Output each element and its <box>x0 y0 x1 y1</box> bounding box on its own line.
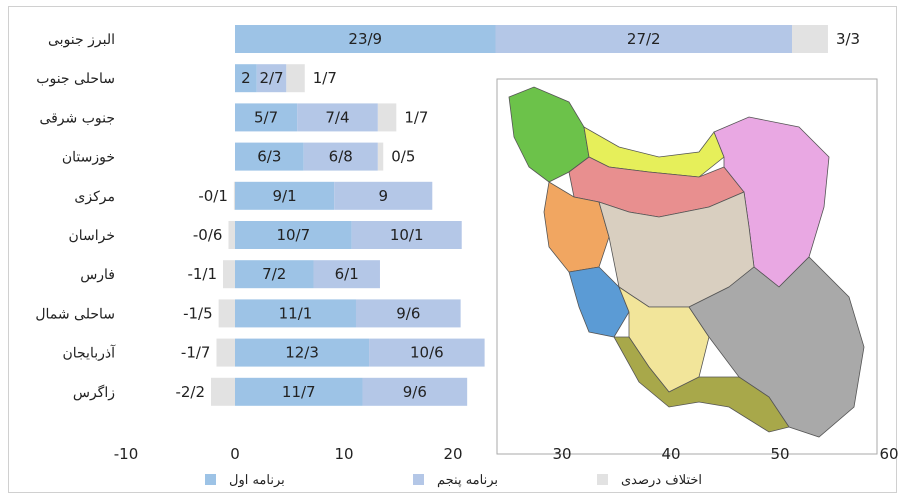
label-program-first-8: 12/3 <box>285 344 319 362</box>
bar-program-fifth-6 <box>313 260 380 289</box>
label-program-first-5: 10/7 <box>276 226 310 244</box>
label-program-fifth-5: 10/1 <box>390 226 424 244</box>
bar-series-group <box>211 25 828 406</box>
legend-swatch-1 <box>413 474 424 485</box>
legend-swatch-2 <box>597 474 608 485</box>
category-label-5: خراسان <box>68 228 115 244</box>
x-tick-label-1: 0 <box>230 445 240 463</box>
category-labels: البرز جنوبی ساحلی جنوب جنوب شرقی خوزستان مرک… <box>35 32 116 401</box>
label-diff-6: -1/1 <box>187 265 217 283</box>
category-label-3: خوزستان <box>62 150 115 166</box>
bar-program-fifth-7 <box>355 299 461 328</box>
bar-diff-4 <box>233 181 235 210</box>
bar-program-first-8 <box>235 338 370 367</box>
bar-program-fifth-9 <box>362 377 468 406</box>
bar-program-fifth-0 <box>495 25 792 53</box>
bar-program-first-1 <box>235 64 257 93</box>
category-label-1: ساحلی جنوب <box>36 71 115 87</box>
bar-program-first-0 <box>235 25 496 53</box>
label-diff-3: 0/5 <box>391 148 415 166</box>
bar-program-first-5 <box>235 221 352 249</box>
category-label-9: زاگرس <box>73 384 115 401</box>
legend-label-2: اختلاف درصدی <box>621 473 702 488</box>
label-program-fifth-9: 9/6 <box>403 383 427 401</box>
x-axis-tick-labels: -10 0 10 20 30 40 50 60 <box>114 445 898 463</box>
legend-swatch-0 <box>205 474 216 485</box>
label-program-fifth-6: 6/1 <box>335 265 359 283</box>
label-program-first-9: 11/7 <box>282 383 316 401</box>
bar-program-fifth-8 <box>369 338 485 367</box>
x-tick-label-2: 10 <box>334 445 353 463</box>
label-diff-1: 1/7 <box>313 69 337 87</box>
x-tick-label-3: 20 <box>443 445 462 463</box>
x-tick-label-6: 50 <box>770 445 789 463</box>
bar-program-first-7 <box>235 299 356 328</box>
label-program-first-7: 11/1 <box>279 304 313 322</box>
label-program-first-6: 7/2 <box>262 265 286 283</box>
map-region-south-coastal <box>613 336 790 433</box>
legend: برنامه اول برنامه پنجم اختلاف درصدی <box>205 473 702 488</box>
bar-program-fifth-3 <box>303 142 378 171</box>
label-diff-2: 1/7 <box>404 108 428 126</box>
x-tick-label-7: 60 <box>879 445 898 463</box>
bar-program-first-3 <box>235 142 304 171</box>
bar-program-first-4 <box>235 181 335 210</box>
bar-diff-9 <box>211 377 235 406</box>
category-label-8: آذربایجان <box>62 344 116 362</box>
legend-label-1: برنامه پنجم <box>437 473 498 488</box>
x-tick-label-5: 40 <box>661 445 680 463</box>
bar-value-labels: 23/9 27/2 3/3 2 2/7 1/7 5/7 7/4 1/7 6/3 6/8 0/5 9/1 9… <box>175 30 860 401</box>
bar-diff-6 <box>223 260 235 289</box>
label-diff-5: -0/6 <box>193 226 223 244</box>
category-label-4: مرکزی <box>74 189 115 205</box>
bar-program-fifth-1 <box>256 64 287 93</box>
map-region-south-east <box>688 256 865 438</box>
bar-program-fifth-5 <box>351 221 462 249</box>
bar-program-fifth-2 <box>297 103 378 132</box>
label-diff-4: -0/1 <box>198 187 228 205</box>
bar-diff-1 <box>286 64 305 93</box>
category-label-2: جنوب شرقی <box>39 110 115 126</box>
bar-program-first-2 <box>235 103 298 132</box>
bar-diff-7 <box>218 299 235 328</box>
label-diff-7: -1/5 <box>183 304 213 322</box>
label-diff-9: -2/2 <box>175 383 205 401</box>
label-program-fifth-1: 2/7 <box>259 69 283 87</box>
bar-diff-5 <box>228 221 235 249</box>
chart-frame: 23/9 27/2 3/3 2 2/7 1/7 5/7 7/4 1/7 6/3 6/8 0/5 9/1 9… <box>8 6 898 493</box>
label-program-fifth-0: 27/2 <box>627 30 661 48</box>
category-label-0: البرز جنوبی <box>48 32 115 48</box>
bar-diff-0 <box>791 25 828 53</box>
label-program-first-0: 23/9 <box>348 30 382 48</box>
bar-diff-3 <box>377 142 384 171</box>
label-program-first-4: 9/1 <box>273 187 297 205</box>
label-program-first-3: 6/3 <box>257 148 281 166</box>
iran-regions-map-image <box>496 78 878 455</box>
bar-chart: 23/9 27/2 3/3 2 2/7 1/7 5/7 7/4 1/7 6/3 6/8 0/5 9/1 9… <box>35 25 898 488</box>
label-program-first-2: 5/7 <box>254 108 278 126</box>
x-tick-label-0: -10 <box>114 445 139 463</box>
map-region-khuzestan <box>568 266 630 338</box>
bar-diff-2 <box>377 103 397 132</box>
x-tick-label-4: 30 <box>552 445 571 463</box>
category-label-7: ساحلی شمال <box>35 306 115 322</box>
label-diff-8: -1/7 <box>181 344 211 362</box>
legend-label-0: برنامه اول <box>229 473 285 488</box>
bar-program-fifth-4 <box>334 181 433 210</box>
label-program-first-1: 2 <box>241 69 251 87</box>
label-program-fifth-8: 10/6 <box>410 344 444 362</box>
category-label-6: فارس <box>80 267 115 283</box>
label-diff-0: 3/3 <box>836 30 860 48</box>
label-program-fifth-2: 7/4 <box>325 108 349 126</box>
bar-program-first-9 <box>235 377 363 406</box>
label-program-fifth-4: 9 <box>378 187 388 205</box>
label-program-fifth-3: 6/8 <box>329 148 353 166</box>
label-program-fifth-7: 9/6 <box>396 304 420 322</box>
bar-diff-8 <box>216 338 235 367</box>
bar-program-first-6 <box>235 260 314 289</box>
